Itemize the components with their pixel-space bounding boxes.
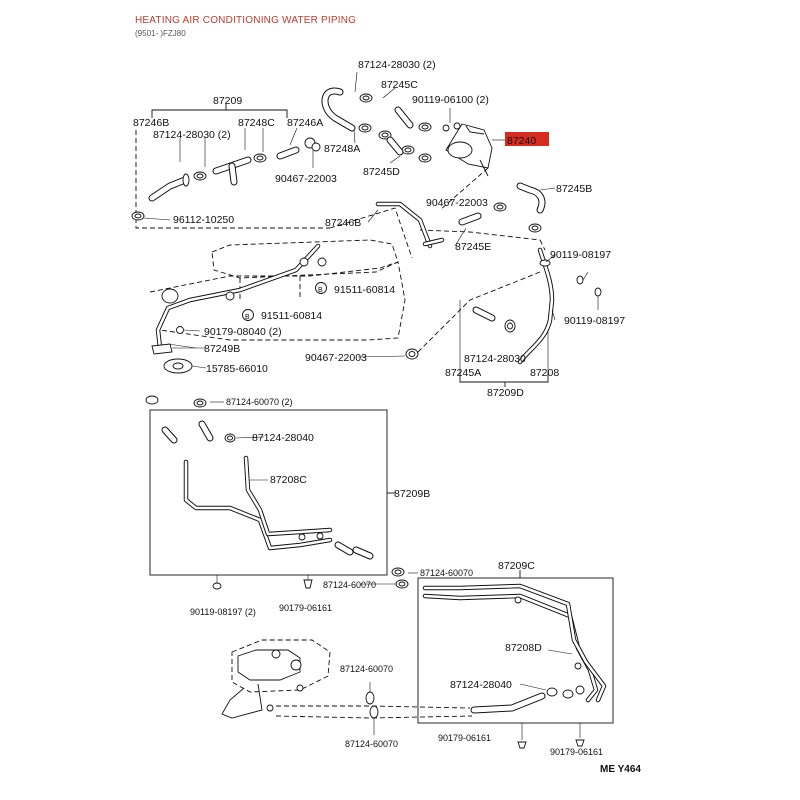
leader-lines-upper bbox=[329, 167, 546, 259]
callout-15785-66010: 15785-66010 bbox=[206, 363, 268, 375]
clamps-upper-center bbox=[354, 71, 432, 163]
heater-unit bbox=[221, 639, 331, 719]
callout-90467-22003-top: 90467-22003 bbox=[275, 173, 337, 185]
group-87209b-box bbox=[149, 409, 395, 576]
callout-87208d: 87208D bbox=[505, 642, 542, 654]
callout-87209c: 87209C bbox=[498, 560, 535, 572]
hose-87124-28040-lower bbox=[470, 685, 585, 714]
hose-87245e bbox=[458, 212, 482, 226]
callout-87209-group: 87209 bbox=[213, 95, 242, 107]
pipe-87249b bbox=[151, 243, 327, 355]
callout-87240: 87240 bbox=[507, 135, 536, 147]
hose-87248a bbox=[321, 87, 356, 132]
clamp-90467-right bbox=[493, 202, 542, 233]
callout-90467-22003-mid: 90467-22003 bbox=[426, 197, 488, 209]
callout-96112-10250: 96112-10250 bbox=[173, 214, 234, 226]
callout-87248a: 87248A bbox=[324, 143, 360, 155]
callout-87124-28040-upper: 87124-28040 bbox=[252, 432, 314, 444]
callout-87246b-left: 87246B bbox=[133, 117, 169, 129]
pipe-87208d bbox=[422, 583, 607, 703]
callout-90179-06161-a: 90179-06161 bbox=[279, 603, 332, 613]
callout-91511-60814-b: 91511-60814 bbox=[261, 310, 322, 322]
callout-87124-60070-d: 87124-60070 bbox=[345, 739, 398, 749]
group-87209-bracket bbox=[135, 104, 330, 229]
callout-leaders bbox=[172, 87, 573, 691]
callout-90119-08197-2: 90119-08197 (2) bbox=[190, 607, 256, 617]
diagram-subtitle: (9501- )FZJ80 bbox=[135, 29, 186, 38]
hose-87245c bbox=[394, 106, 414, 129]
callout-87124-60070-2: 87124-60070 (2) bbox=[226, 397, 293, 407]
hose-87245d bbox=[386, 136, 404, 156]
callout-87124-60070-c: 87124-60070 bbox=[340, 664, 393, 674]
callout-87208: 87208 bbox=[530, 367, 559, 379]
callout-87209d: 87209D bbox=[487, 387, 524, 399]
plugs-top-left bbox=[145, 395, 236, 444]
callout-87124-28030-2-top: 87124-28030 (2) bbox=[358, 59, 436, 71]
heater-leader-lines bbox=[275, 682, 473, 735]
clamp-90467-lower bbox=[405, 348, 419, 360]
callout-90119-08197-a: 90119-08197 bbox=[550, 249, 611, 261]
pipe-87246b-middle bbox=[375, 201, 445, 249]
callout-87209b: 87209B bbox=[394, 488, 430, 500]
water-valve-87240 bbox=[445, 123, 549, 177]
callout-87246b-mid: 87246B bbox=[325, 217, 361, 229]
callout-90119-08197-b: 90119-08197 bbox=[564, 315, 625, 327]
b-markers: B B bbox=[242, 282, 327, 321]
hose-87245b bbox=[516, 182, 546, 214]
group-87209d-bracket bbox=[417, 271, 549, 387]
bolts-90119-06100 bbox=[442, 108, 461, 132]
callout-90179-06161-b: 90179-06161 bbox=[438, 733, 491, 743]
callout-90119-06100: 90119-06100 (2) bbox=[412, 94, 489, 106]
group-87209c-box bbox=[417, 570, 614, 724]
callout-87245a: 87245A bbox=[445, 367, 481, 379]
callout-87124-60070-b: 87124-60070 bbox=[323, 580, 376, 590]
callout-87245d: 87245D bbox=[363, 166, 400, 178]
callout-87124-28030: 87124-28030 bbox=[464, 353, 526, 365]
diagram-title: HEATING AIR CONDITIONING WATER PIPING bbox=[135, 15, 357, 26]
clamp-parts-top-left bbox=[131, 153, 267, 221]
callout-87248c: 87248C bbox=[238, 117, 275, 129]
callout-87124-60070-a: 87124-60070 bbox=[420, 568, 473, 578]
callout-87245c: 87245C bbox=[381, 79, 418, 91]
callout-91511-60814-a: 91511-60814 bbox=[334, 284, 395, 296]
callout-90467-22003-low: 90467-22003 bbox=[305, 352, 367, 364]
callout-90179-08040: 90179-08040 (2) bbox=[204, 326, 282, 338]
gasket-15785 bbox=[163, 358, 207, 374]
hose-87246a bbox=[276, 137, 321, 168]
svg-text:B: B bbox=[318, 287, 323, 294]
pipe-87208 bbox=[517, 247, 602, 365]
callout-87246a: 87246A bbox=[287, 117, 323, 129]
callout-87249b: 87249B bbox=[204, 343, 240, 355]
small-parts-box-bottom bbox=[212, 575, 313, 590]
hose-87246b-left bbox=[148, 173, 190, 202]
callout-87124-28030-2-left: 87124-28030 (2) bbox=[153, 129, 231, 141]
callout-90179-06161-c: 90179-06161 bbox=[550, 747, 603, 757]
small-parts-box-c-bottom bbox=[517, 723, 585, 749]
callout-87124-28040-lower: 87124-28040 bbox=[450, 679, 512, 691]
callout-87245e: 87245E bbox=[455, 241, 491, 253]
pipe-87208c bbox=[183, 455, 333, 551]
svg-text:B: B bbox=[245, 314, 250, 321]
diagram-code: ME Y464 bbox=[600, 764, 641, 775]
tee-fitting-87248c bbox=[212, 156, 252, 186]
callout-87208c: 87208C bbox=[270, 474, 307, 486]
callout-87245b: 87245B bbox=[556, 183, 592, 195]
hose-87245a bbox=[472, 306, 516, 333]
